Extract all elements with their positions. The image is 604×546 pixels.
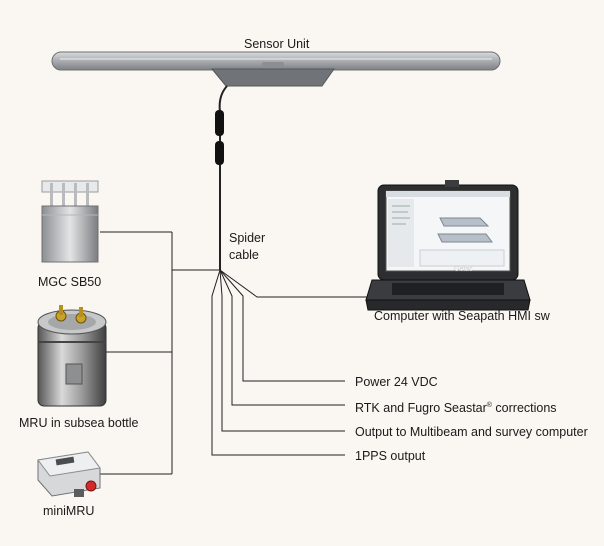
- minimru-device: [37, 451, 101, 497]
- registered-mark: ®: [486, 402, 492, 409]
- sensor-unit-antenna: [51, 51, 501, 87]
- spider-cable-label-line1: Spider: [229, 231, 266, 245]
- power-output-label: Power 24 VDC: [355, 375, 438, 389]
- spider-cable-lines: [100, 231, 370, 475]
- mgc-sb50-label: MGC SB50: [38, 275, 102, 289]
- rtk-label-main: RTK and Fugro Seastar: [355, 401, 487, 416]
- multibeam-output-label: Output to Multibeam and survey computer: [355, 425, 588, 439]
- laptop-brand-logo: Getac: [454, 266, 473, 273]
- pps-output-label: 1PPS output: [355, 449, 426, 463]
- computer-label: Computer with Seapath HMI sw: [374, 309, 550, 323]
- spider-cable-label-line2: cable: [229, 248, 259, 262]
- minimru-label: miniMRU: [43, 504, 95, 518]
- rtk-label-tail: corrections: [491, 401, 557, 416]
- sensor-cable: [215, 85, 228, 270]
- rtk-corrections-label: RTK and Fugro Seastar® corrections: [355, 399, 557, 415]
- sensor-unit-label: Sensor Unit: [244, 37, 310, 51]
- laptop-computer: [365, 180, 531, 311]
- mgc-sb50-device: [41, 180, 99, 263]
- mru-subsea-bottle-label: MRU in subsea bottle: [19, 416, 139, 430]
- mru-subsea-bottle-device: [37, 305, 107, 407]
